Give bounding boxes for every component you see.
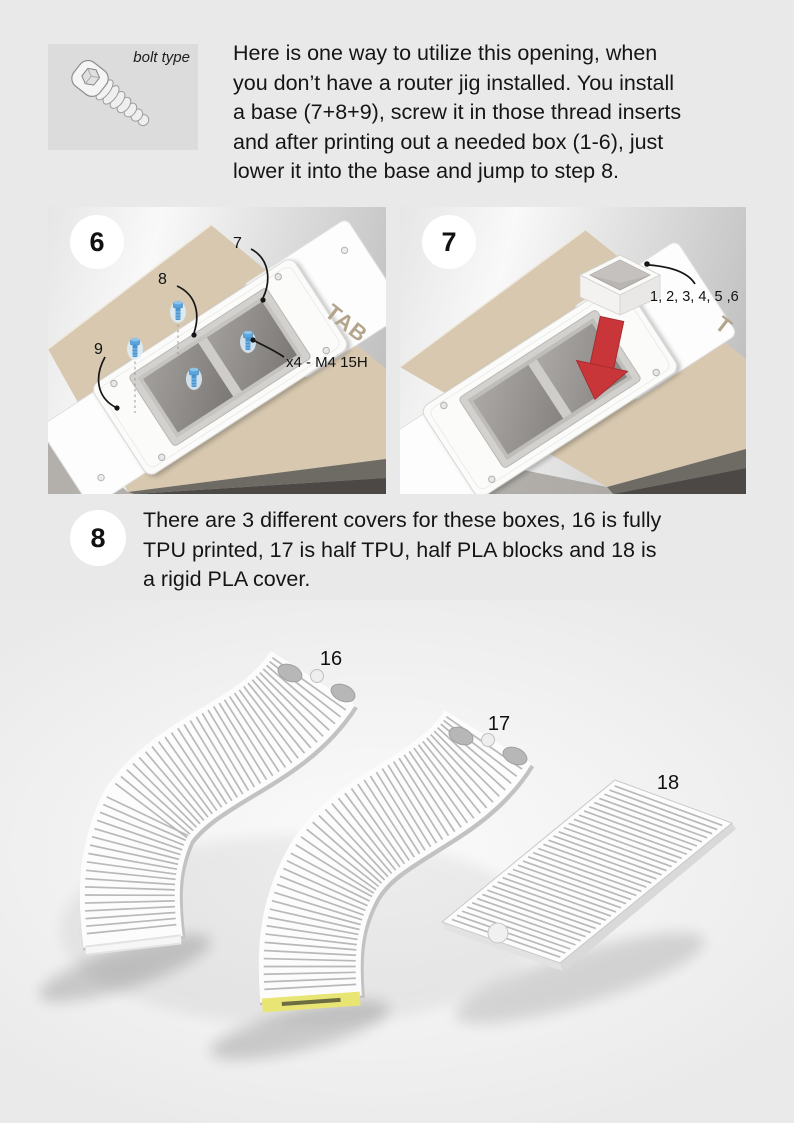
step6-illustration	[48, 220, 386, 494]
step8-paragraph: There are 3 different covers for these b…	[143, 506, 763, 595]
step6-number-badge: 6	[70, 215, 124, 269]
cover16-label: 16	[319, 648, 343, 670]
covers-figure: 16 17 18	[0, 600, 794, 1123]
step8-line: a rigid PLA cover.	[143, 567, 311, 592]
cover18-label: 18	[656, 772, 680, 794]
step7-illustration	[400, 229, 746, 494]
intro-line: lower it into the base and jump to step …	[233, 159, 620, 184]
intro-paragraph: Here is one way to utilize this opening,…	[233, 39, 778, 187]
covers-illustration	[39, 649, 736, 1060]
step8-number-badge: 8	[70, 510, 126, 566]
step7-number: 7	[441, 226, 457, 257]
intro-line: and after printing out a needed box (1-6…	[233, 129, 664, 154]
printed-box	[578, 254, 662, 316]
callout-part8: 8	[158, 271, 167, 288]
callout-screw-spec: x4 - M4 15H	[286, 354, 368, 371]
step7-panel: T 7 1, 2, 3, 4, 5 ,6	[400, 207, 746, 494]
intro-line: a base (7+8+9), screw it in those thread…	[233, 100, 682, 125]
step6-number: 6	[89, 226, 105, 257]
red-down-arrow	[575, 315, 629, 401]
bolt-figure: bolt type	[48, 44, 198, 150]
intro-line: Here is one way to utilize this opening,…	[233, 41, 658, 65]
callout-part7: 7	[233, 235, 242, 252]
callout-part9: 9	[94, 341, 103, 358]
intro-line: you don’t have a router jig installed. Y…	[233, 70, 675, 95]
step8-line: TPU printed, 17 is half TPU, half PLA bl…	[143, 537, 657, 562]
bolt-caption: bolt type	[133, 49, 190, 66]
step6-panel: TAB 6 7 8 9 x4 - M4 15H	[48, 207, 386, 494]
cover17-label: 17	[487, 713, 511, 735]
step8-number: 8	[90, 522, 106, 553]
callout-boxes-1-6: 1, 2, 3, 4, 5 ,6	[650, 289, 739, 305]
bolt-icon	[71, 59, 150, 127]
step7-number-badge: 7	[422, 215, 476, 269]
step8-line: There are 3 different covers for these b…	[143, 508, 662, 532]
